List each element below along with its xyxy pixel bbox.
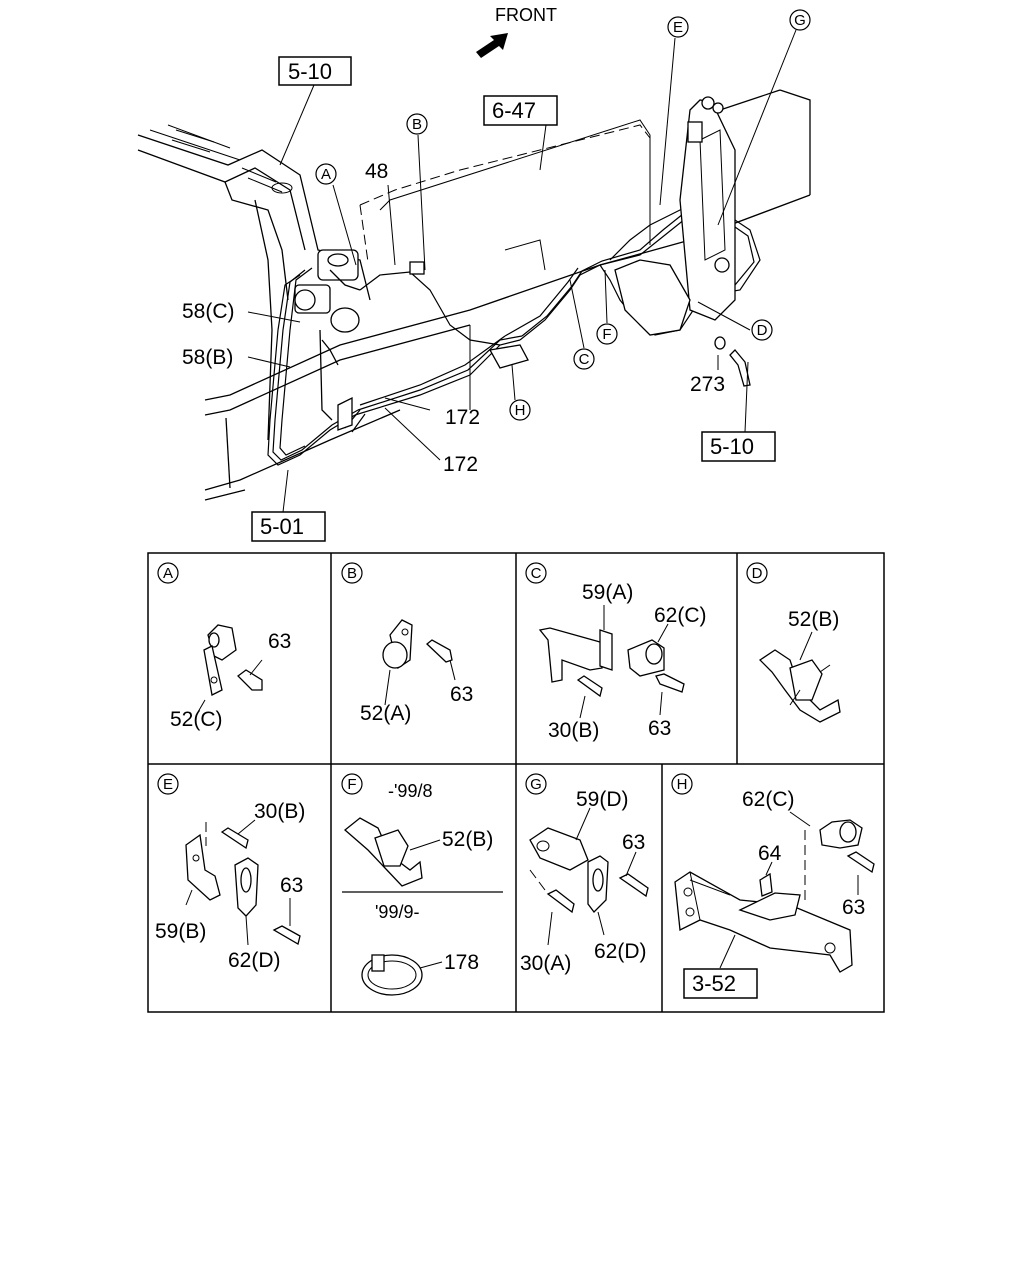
callout-b: B bbox=[406, 113, 428, 135]
svg-text:E: E bbox=[163, 776, 173, 793]
svg-text:63: 63 bbox=[268, 630, 291, 653]
detail-grid bbox=[147, 552, 885, 1013]
label-48: 48 bbox=[365, 160, 388, 183]
svg-text:52(B): 52(B) bbox=[442, 828, 493, 851]
svg-text:6-47: 6-47 bbox=[492, 98, 536, 123]
svg-text:63: 63 bbox=[450, 683, 473, 706]
fuel-tank-outline bbox=[359, 124, 651, 250]
svg-text:D: D bbox=[752, 565, 763, 582]
svg-text:B: B bbox=[347, 565, 357, 582]
leader-lines bbox=[247, 29, 797, 513]
callout-e: E bbox=[667, 16, 689, 38]
front-label: FRONT bbox=[495, 5, 557, 25]
svg-text:62(C): 62(C) bbox=[654, 604, 707, 627]
svg-text:59(A): 59(A) bbox=[582, 581, 633, 604]
label-273: 273 bbox=[690, 373, 725, 396]
svg-text:64: 64 bbox=[758, 842, 782, 865]
label-58c: 58(C) bbox=[182, 300, 235, 323]
svg-text:-'99/8: -'99/8 bbox=[388, 781, 432, 801]
callout-g: G bbox=[789, 9, 811, 31]
callout-c: C bbox=[573, 348, 595, 370]
svg-text:A: A bbox=[163, 565, 173, 582]
svg-text:B: B bbox=[412, 116, 422, 133]
svg-text:52(B): 52(B) bbox=[788, 608, 839, 631]
svg-text:59(B): 59(B) bbox=[155, 920, 206, 943]
callout-f: F bbox=[596, 323, 618, 345]
svg-text:62(C): 62(C) bbox=[742, 788, 795, 811]
svg-text:178: 178 bbox=[444, 951, 479, 974]
bracket-lower bbox=[337, 396, 353, 431]
svg-text:G: G bbox=[794, 12, 806, 29]
svg-text:3-52: 3-52 bbox=[692, 971, 736, 996]
svg-text:H: H bbox=[677, 776, 688, 793]
callout-h: H bbox=[509, 399, 531, 421]
ref-box-top-mid: 6-47 bbox=[483, 95, 558, 126]
ref-box-right: 5-10 bbox=[701, 431, 776, 462]
canister-assembly bbox=[294, 249, 361, 421]
svg-text:52(A): 52(A) bbox=[360, 702, 411, 725]
svg-text:D: D bbox=[757, 322, 768, 339]
callout-d: D bbox=[751, 319, 773, 341]
detail-e: E 30(B) 59(B) 63 62(D) bbox=[155, 773, 305, 972]
detail-a: A 63 52(C) bbox=[157, 562, 291, 731]
svg-text:5-10: 5-10 bbox=[288, 59, 332, 84]
svg-text:52(C): 52(C) bbox=[170, 708, 223, 731]
detail-c: C 59(A) 62(C) 30(B) 63 bbox=[525, 562, 707, 742]
svg-text:30(B): 30(B) bbox=[254, 800, 305, 823]
svg-text:C: C bbox=[579, 351, 590, 368]
svg-text:59(D): 59(D) bbox=[576, 788, 629, 811]
svg-text:E: E bbox=[673, 19, 683, 36]
svg-text:63: 63 bbox=[648, 717, 671, 740]
detail-b: B 52(A) 63 bbox=[341, 562, 473, 725]
svg-text:F: F bbox=[602, 326, 611, 343]
bracket-h bbox=[488, 344, 529, 369]
detail-f: F -'99/8 52(B) '99/9- 178 bbox=[341, 773, 503, 996]
ref-box-top-left: 5-10 bbox=[278, 56, 352, 86]
label-58b: 58(B) bbox=[182, 346, 233, 369]
svg-text:30(A): 30(A) bbox=[520, 952, 571, 975]
svg-text:62(D): 62(D) bbox=[594, 940, 647, 963]
clip-b bbox=[409, 261, 425, 275]
svg-text:G: G bbox=[530, 776, 542, 793]
pump-assembly bbox=[614, 96, 751, 387]
svg-text:A: A bbox=[321, 166, 331, 183]
svg-text:63: 63 bbox=[622, 831, 645, 854]
svg-text:62(D): 62(D) bbox=[228, 949, 281, 972]
detail-g: G 59(D) 63 30(A) 62(D) bbox=[520, 773, 649, 975]
label-172-lower: 172 bbox=[443, 453, 478, 476]
svg-text:63: 63 bbox=[842, 896, 865, 919]
svg-text:63: 63 bbox=[280, 874, 303, 897]
fuel-tank-outline-2 bbox=[359, 204, 369, 263]
callout-a: A bbox=[315, 163, 337, 185]
svg-text:5-01: 5-01 bbox=[260, 514, 304, 539]
svg-text:F: F bbox=[347, 776, 356, 793]
svg-text:H: H bbox=[515, 402, 526, 419]
svg-text:30(B): 30(B) bbox=[548, 719, 599, 742]
frame-rail-left bbox=[137, 124, 371, 441]
detail-h: H 62(C) 64 63 3-52 bbox=[671, 773, 875, 999]
svg-text:C: C bbox=[531, 565, 542, 582]
svg-text:'99/9-: '99/9- bbox=[375, 902, 419, 922]
front-arrow-icon bbox=[476, 33, 508, 58]
detail-d: D 52(B) bbox=[746, 562, 841, 723]
svg-text:5-10: 5-10 bbox=[710, 434, 754, 459]
label-172-upper: 172 bbox=[445, 406, 480, 429]
main-assembly-view: FRONT bbox=[137, 5, 811, 542]
ref-box-bottom: 5-01 bbox=[251, 511, 326, 542]
